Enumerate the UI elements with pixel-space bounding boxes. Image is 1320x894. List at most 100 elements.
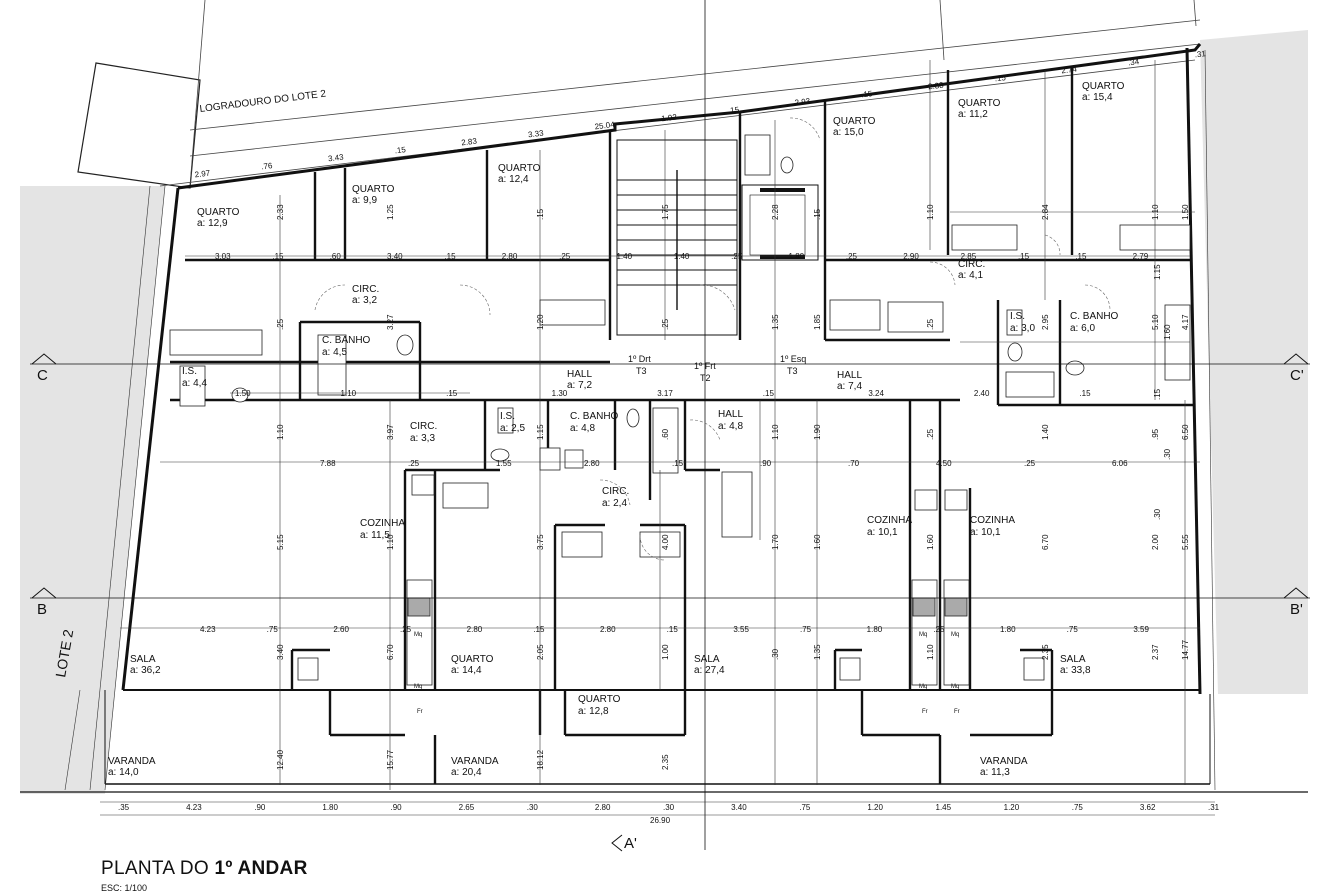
dimension-value: .76	[261, 161, 274, 171]
room-name: HALL	[567, 369, 592, 380]
dimension-value: .70	[848, 459, 860, 468]
dimension-value: 1.10	[926, 204, 935, 220]
dimensions-misc: 1.151.60.15.30.30	[1153, 264, 1172, 520]
dimension-value: 2.80	[600, 625, 616, 634]
dimension-value: 15.77	[386, 749, 395, 770]
dimension-value: .30	[1163, 448, 1172, 460]
dimension-value: 1.15	[1153, 264, 1162, 280]
room-area: a: 11,3	[980, 767, 1010, 778]
room-area: a: 12,8	[578, 706, 609, 717]
stove-tag: Mq	[951, 684, 959, 690]
dimension-value: .60	[661, 428, 670, 440]
kitchen-counters	[406, 474, 970, 686]
dimension-value: 14.77	[1181, 639, 1190, 660]
dimension-value: .75	[800, 625, 812, 634]
unit-name: 1º Esq	[780, 354, 806, 364]
room-area: a: 2,4	[602, 498, 627, 509]
dimension-value: 1.20	[1004, 803, 1020, 812]
room-name: SALA	[694, 654, 720, 665]
dimension-value: 2.83	[461, 136, 478, 147]
dimension-value: 1.10	[926, 644, 935, 660]
dimension-value: 1.30	[552, 389, 568, 398]
fridge-tag: Fr	[922, 709, 928, 715]
room-name: QUARTO	[833, 116, 876, 127]
room-name: QUARTO	[498, 163, 541, 174]
section-mark-c-prime: C'	[1290, 367, 1304, 384]
drawing-title-floor: 1º ANDAR	[214, 858, 308, 879]
dimension-value: 2.97	[194, 168, 211, 179]
room-name: I.S.	[182, 366, 197, 377]
room-name: I.S.	[500, 411, 515, 422]
dimension-value: .25	[661, 318, 670, 330]
dimension-value: 1.20	[536, 314, 545, 330]
dimension-value: .25	[276, 318, 285, 330]
dimension-value: .75	[1067, 625, 1079, 634]
room-area: a: 4,8	[718, 421, 743, 432]
dimension-value: .30	[527, 803, 539, 812]
drawing-title-block: PLANTA DO 1º ANDAR ESC: 1/100	[101, 858, 308, 893]
dimension-value: 2.88	[927, 80, 944, 91]
stove-tag: Mq	[414, 684, 422, 690]
dimension-value: 2.40	[974, 389, 990, 398]
room-area: a: 10,1	[970, 527, 1001, 538]
logradouro-label: LOGRADOURO DO LOTE 2	[199, 88, 327, 114]
room-area: a: 2,5	[500, 423, 525, 434]
dimension-value: 1.60	[813, 534, 822, 550]
room-area: a: 10,1	[867, 527, 898, 538]
dimension-value: 2.00	[1151, 534, 1160, 550]
room-area: a: 12,4	[498, 174, 529, 185]
dimension-value: 1.10	[276, 424, 285, 440]
dimension-value: 2.90	[903, 252, 919, 261]
dimension-value: .15	[536, 208, 545, 220]
dimension-value: .25	[731, 252, 743, 261]
dimension-value: 1.20	[867, 803, 883, 812]
dimension-value: .25	[846, 252, 858, 261]
dimension-value: 6.50	[1181, 424, 1190, 440]
dimension-value: 1.35	[813, 644, 822, 660]
dimension-value: .30	[1153, 508, 1162, 520]
room-area: a: 6,0	[1070, 323, 1095, 334]
dimension-value: 1.10	[386, 534, 395, 550]
dimension-value: .15	[861, 89, 874, 99]
room-name: CIRC.	[602, 486, 629, 497]
room-name: QUARTO	[451, 654, 494, 665]
dimension-value: 12.40	[276, 749, 285, 770]
dimension-value: 2.60	[333, 625, 349, 634]
stove-tag: Mq	[414, 632, 422, 638]
dimension-value: 4.23	[186, 803, 202, 812]
dimension-value: 5.10	[1151, 314, 1160, 330]
room-name: QUARTO	[578, 694, 621, 705]
side-dimension-lines	[64, 49, 1216, 791]
unit-labels: 1º Drt T3 1º Frt T2 1º Esq T3	[628, 354, 806, 383]
stair-core	[616, 0, 738, 850]
dimension-value: 2.05	[536, 644, 545, 660]
dimension-value: 4.23	[200, 625, 216, 634]
room-area: a: 36,2	[130, 665, 161, 676]
dimension-value: 2.35	[1041, 644, 1050, 660]
dimension-value: 3.55	[733, 625, 749, 634]
room-name: I.S.	[1010, 311, 1025, 322]
dimension-value: .34	[1127, 57, 1140, 67]
dimension-value: 2.65	[459, 803, 475, 812]
dimension-value: .90	[254, 803, 266, 812]
room-area: a: 3,2	[352, 295, 377, 306]
unit-type: T2	[700, 373, 711, 383]
dimension-value: 5.55	[1181, 534, 1190, 550]
dimension-value: 7.88	[320, 459, 336, 468]
dimension-value: 3.40	[731, 803, 747, 812]
dimension-value: .25	[1024, 459, 1036, 468]
room-name: SALA	[1060, 654, 1086, 665]
dimension-value: 3.40	[276, 644, 285, 660]
exterior-walls	[20, 43, 1308, 793]
dimension-value: 1.10	[341, 389, 357, 398]
dimension-value: 2.80	[502, 252, 518, 261]
dimension-value: 1.60	[926, 534, 935, 550]
dimension-value: .90	[760, 459, 772, 468]
dimension-value: .15	[394, 145, 407, 155]
dimension-value: .25	[926, 318, 935, 330]
room-name: C. BANHO	[322, 335, 371, 346]
dimension-value: .90	[391, 803, 403, 812]
section-lines	[30, 353, 1310, 852]
